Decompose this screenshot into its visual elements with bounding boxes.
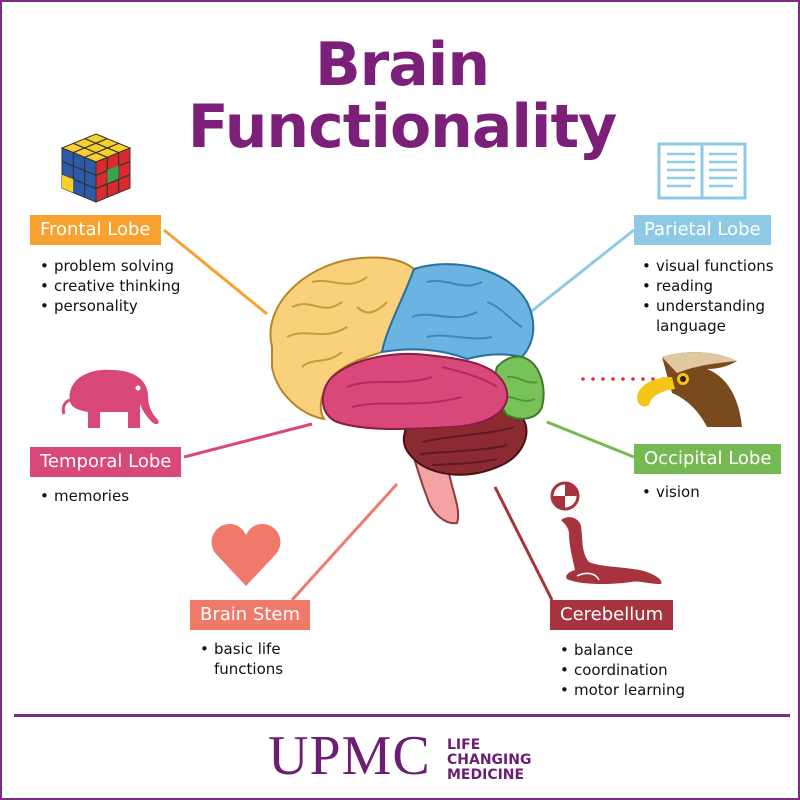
- upmc-logo: UPMC: [268, 725, 431, 787]
- frontal-connector: [163, 228, 268, 316]
- tagline-line: CHANGING: [447, 752, 532, 768]
- function-item: creative thinking: [38, 276, 180, 296]
- function-item: understanding language: [640, 296, 790, 336]
- elephant-icon: [61, 369, 159, 428]
- frontal-lobe-functions: problem solving creative thinking person…: [38, 256, 180, 316]
- function-item: personality: [38, 296, 180, 316]
- brainstem-label: Brain Stem: [190, 600, 311, 630]
- temporal-connector: [183, 422, 313, 459]
- function-item: motor learning: [558, 680, 685, 700]
- rubiks-cube-icon: [60, 133, 132, 203]
- occipital-lobe-functions: vision: [640, 482, 700, 502]
- seal-with-ball-icon: [550, 481, 662, 584]
- function-item: vision: [640, 482, 700, 502]
- cerebellum-connector: [493, 486, 554, 601]
- upmc-tagline: LIFE CHANGING MEDICINE: [447, 738, 531, 783]
- brainstem-functions: basic life functions: [198, 639, 308, 679]
- heart-icon: [211, 524, 281, 586]
- function-item: balance: [558, 640, 685, 660]
- parietal-lobe-functions: visual functions reading understanding l…: [640, 256, 790, 336]
- occipital-lobe-shape: [494, 355, 545, 420]
- title-line-1: Brain: [314, 30, 490, 100]
- title-line-2: Functionality: [187, 92, 618, 162]
- frontal-lobe-label: Frontal Lobe: [30, 215, 161, 245]
- tagline-line: LIFE: [447, 737, 481, 753]
- footer-divider: [14, 714, 790, 717]
- function-item: coordination: [558, 660, 685, 680]
- open-book-icon: [657, 142, 747, 200]
- occipital-connector: [546, 420, 635, 459]
- parietal-connector: [527, 228, 635, 316]
- function-item: reading: [640, 276, 790, 296]
- brainstem-connector: [290, 482, 399, 602]
- temporal-lobe-shape: [321, 352, 509, 431]
- tagline-line: MEDICINE: [447, 767, 525, 783]
- cerebellum-label: Cerebellum: [550, 600, 674, 630]
- occipital-lobe-label: Occipital Lobe: [634, 444, 782, 474]
- temporal-lobe-functions: memories: [38, 486, 129, 506]
- eagle-icon: [581, 352, 742, 427]
- parietal-lobe-shape: [380, 263, 535, 361]
- function-item: problem solving: [38, 256, 180, 276]
- function-item: basic life functions: [198, 639, 308, 679]
- cerebellum-functions: balance coordination motor learning: [558, 640, 685, 700]
- function-item: visual functions: [640, 256, 790, 276]
- function-item: memories: [38, 486, 129, 506]
- parietal-lobe-label: Parietal Lobe: [634, 215, 771, 245]
- temporal-lobe-label: Temporal Lobe: [30, 447, 182, 477]
- brain-illustration: [269, 256, 545, 525]
